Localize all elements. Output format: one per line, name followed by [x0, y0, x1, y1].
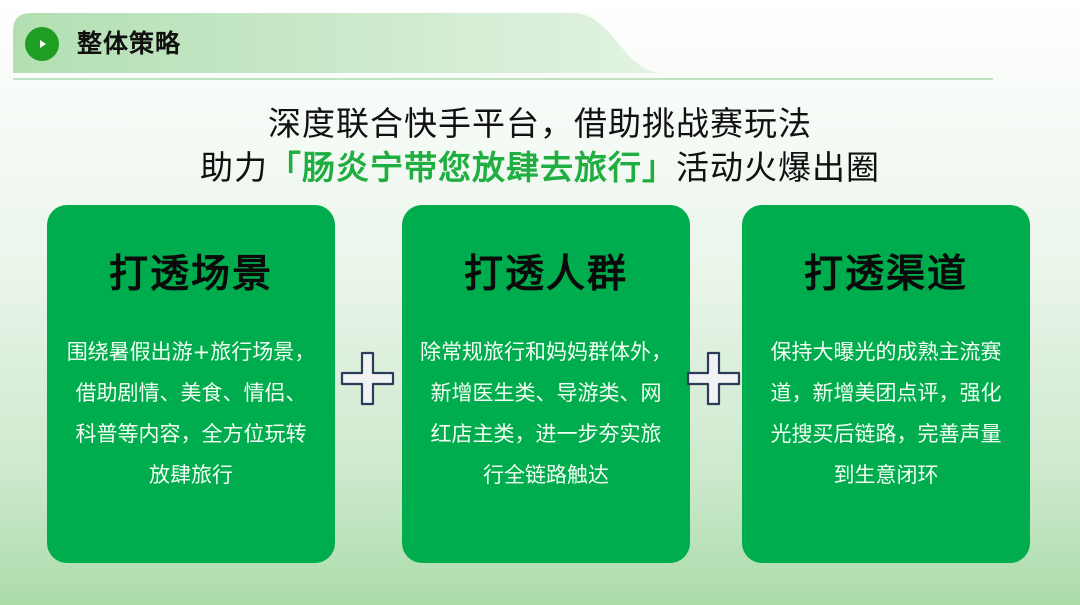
plus-icon	[340, 351, 395, 406]
headline-suffix: 活动火爆出圈	[676, 148, 880, 187]
card-line: 放肆旅行	[149, 463, 233, 487]
card-title: 打透场景	[108, 252, 273, 297]
card-title: 打透人群	[463, 252, 628, 297]
card-title: 打透渠道	[803, 252, 968, 297]
card-line: 保持大曝光的成熟主流赛	[770, 340, 1002, 364]
play-circle-icon	[25, 27, 59, 61]
card-line: 到生意闭环	[833, 463, 939, 487]
header-band-shape	[13, 13, 663, 73]
strategy-card-channel: 打透渠道 保持大曝光的成熟主流赛 道，新增美团点评，强化 光搜买后链路，完善声量…	[742, 205, 1030, 563]
section-title: 整体策略	[77, 29, 182, 58]
card-line: 围绕暑假出游+旅行场景，	[66, 340, 316, 364]
card-body: 保持大曝光的成熟主流赛 道，新增美团点评，强化 光搜买后链路，完善声量 到生意闭…	[748, 332, 1024, 496]
card-line: 行全链路触达	[483, 463, 609, 487]
header-divider	[13, 78, 993, 80]
headline-prefix: 助力	[200, 148, 268, 187]
headline-line-1: 深度联合快手平台，借助挑战赛玩法	[268, 104, 812, 143]
card-body: 除常规旅行和妈妈群体外， 新增医生类、导游类、网 红店主类，进一步夯实旅 行全链…	[408, 332, 684, 496]
section-header-band	[13, 13, 673, 73]
campaign-name-highlight: 「肠炎宁带您放肆去旅行」	[268, 148, 676, 187]
card-line: 新增医生类、导游类、网	[430, 381, 662, 405]
card-line: 除常规旅行和妈妈群体外，	[420, 340, 672, 364]
card-line: 借助剧情、美食、情侣、	[75, 381, 307, 405]
strategy-card-audience: 打透人群 除常规旅行和妈妈群体外， 新增医生类、导游类、网 红店主类，进一步夯实…	[402, 205, 690, 563]
card-line: 红店主类，进一步夯实旅	[430, 422, 662, 446]
card-line: 光搜买后链路，完善声量	[770, 422, 1002, 446]
plus-icon	[686, 351, 741, 406]
headline-line-2: 助力「肠炎宁带您放肆去旅行」活动火爆出圈	[0, 141, 1080, 189]
card-line: 道，新增美团点评，强化	[770, 381, 1002, 405]
card-body: 围绕暑假出游+旅行场景， 借助剧情、美食、情侣、 科普等内容，全方位玩转 放肆旅…	[53, 332, 329, 496]
strategy-card-scene: 打透场景 围绕暑假出游+旅行场景， 借助剧情、美食、情侣、 科普等内容，全方位玩…	[47, 205, 335, 563]
card-line: 科普等内容，全方位玩转	[75, 422, 307, 446]
